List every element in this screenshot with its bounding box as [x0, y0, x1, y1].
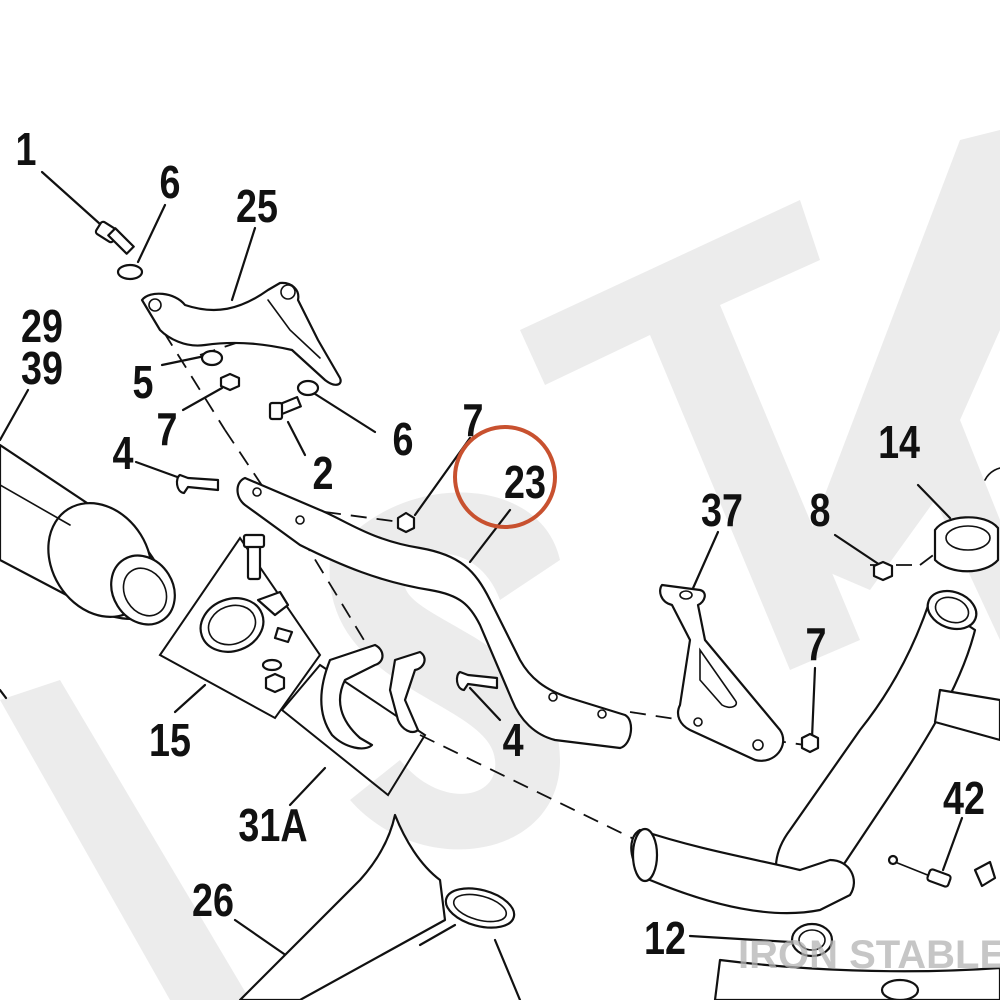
sensor-part-42 [887, 854, 997, 888]
callout-4-right: 4 [503, 714, 525, 765]
header-pipe-part-14 [630, 467, 1000, 1000]
callout-25: 25 [236, 180, 278, 231]
nut-part-7-upper [219, 372, 241, 392]
bracket-part-23 [236, 476, 633, 750]
callout-39: 39 [21, 342, 63, 393]
heat-shield-part-26 [238, 813, 447, 1000]
clamp-kit-part-15 [158, 533, 322, 720]
callout-29: 29 [21, 300, 63, 351]
callout-37: 37 [701, 484, 743, 535]
highlight-ring [453, 425, 557, 529]
callout-12: 12 [644, 912, 686, 963]
nut-part-7-mid [396, 511, 416, 534]
washer-part-6-upper [116, 263, 144, 281]
callout-2: 2 [313, 447, 334, 498]
callout-4-left: 4 [113, 427, 135, 478]
callout-23: 23 [504, 456, 546, 507]
callout-1: 1 [16, 123, 37, 174]
washer-part-6-lower [296, 379, 320, 397]
hose-clamp-part-12 [444, 887, 920, 1000]
bolt-part-1 [94, 220, 135, 255]
callout-8: 8 [810, 484, 831, 535]
bracket-part-37 [659, 583, 785, 762]
callout-6-upper: 6 [160, 156, 181, 207]
washer-part-5 [200, 349, 224, 367]
callout-14: 14 [878, 416, 920, 467]
callout-26: 26 [192, 874, 234, 925]
callout-6-lower: 6 [393, 413, 414, 464]
leader-shield-lower [493, 938, 522, 1000]
clamp-kit-part-31a [280, 643, 427, 797]
brand-watermark: IRON STABLE [738, 933, 1000, 977]
bracket-part-25 [140, 281, 342, 386]
callout-7-upper: 7 [157, 403, 178, 454]
callout-5: 5 [133, 356, 154, 407]
bolt-part-4-left [175, 473, 220, 495]
background-watermark [0, 130, 1000, 1000]
leader-left-edge [0, 688, 8, 700]
callout-15: 15 [149, 714, 191, 765]
muffler-part-29-39 [0, 443, 176, 626]
nut-part-7-right [800, 732, 820, 754]
leader-shield-clamp [418, 923, 457, 947]
callout-31a: 31A [238, 799, 307, 850]
callout-7-right: 7 [806, 618, 827, 669]
callout-labels: 1 6 25 29 39 5 7 4 2 6 7 23 37 8 14 7 15… [16, 123, 985, 963]
callout-7-mid: 7 [463, 394, 484, 445]
bolt-part-2 [268, 396, 302, 421]
callout-42: 42 [943, 772, 985, 823]
bolt-part-4-right [455, 670, 499, 692]
nut-part-8 [872, 560, 894, 582]
